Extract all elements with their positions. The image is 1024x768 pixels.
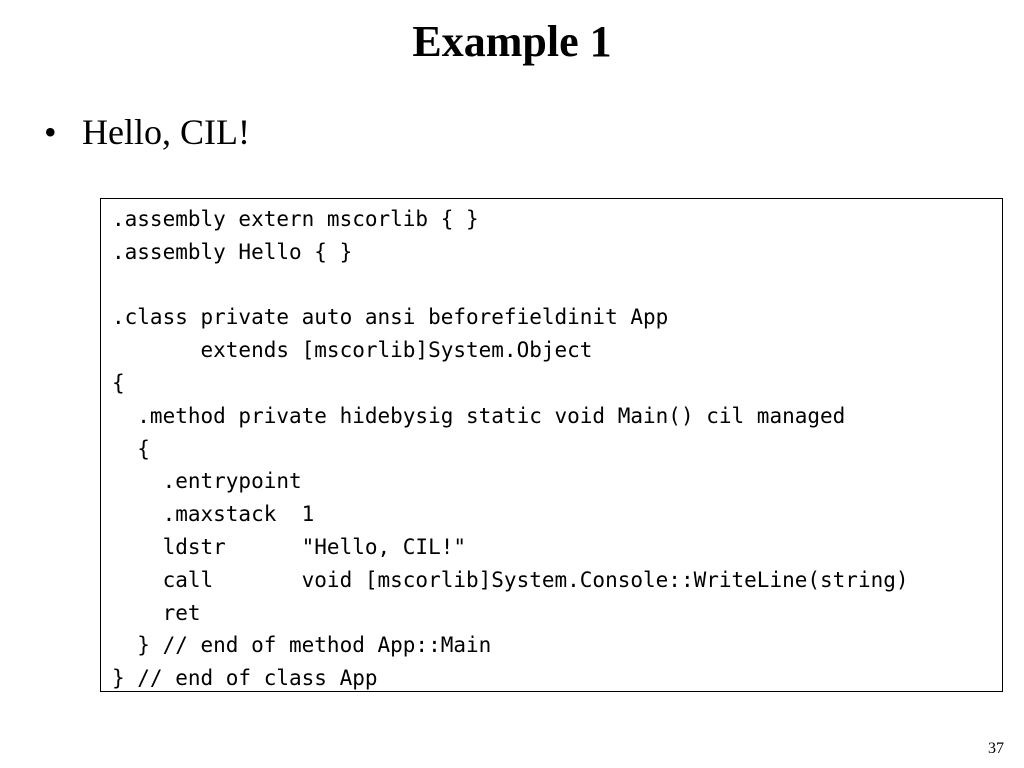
code-line: ldstr "Hello, CIL!" xyxy=(112,534,467,559)
page-number: 37 xyxy=(988,740,1004,757)
code-line: .entrypoint xyxy=(112,469,302,494)
code-line: ret xyxy=(112,600,201,625)
code-line: } // end of class App xyxy=(112,666,378,691)
code-line: .maxstack 1 xyxy=(112,502,315,527)
code-line: .class private auto ansi beforefieldinit… xyxy=(112,305,669,330)
code-line: .assembly extern mscorlib { } xyxy=(112,207,479,231)
bullet-text: Hello, CIL! xyxy=(82,112,250,152)
code-line: { xyxy=(112,436,150,461)
bullet-item: • Hello, CIL! xyxy=(44,108,250,156)
bullet-icon: • xyxy=(44,112,57,152)
slide-title: Example 1 xyxy=(412,17,612,66)
code-line: extends [mscorlib]System.Object xyxy=(112,338,593,363)
code-line: .assembly Hello { } xyxy=(112,239,353,264)
code-line: .method private hidebysig static void Ma… xyxy=(112,403,846,428)
code-line: { xyxy=(112,370,125,395)
code-block: .assembly extern mscorlib { } .assembly … xyxy=(100,198,1003,692)
code-line-blank xyxy=(112,269,1002,302)
code-line: call void [mscorlib]System.Console::Writ… xyxy=(112,567,909,592)
code-line: } // end of method App::Main xyxy=(112,633,492,658)
